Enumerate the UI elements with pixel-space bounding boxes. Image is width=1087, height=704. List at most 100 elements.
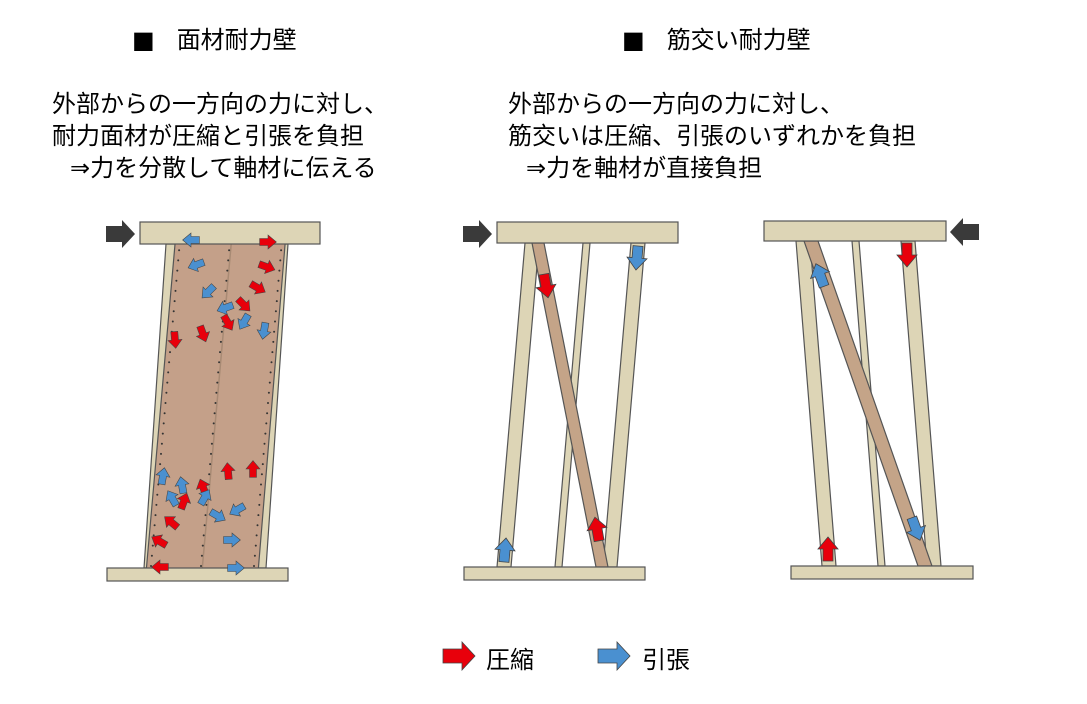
nail-dot — [215, 391, 218, 394]
nail-dot — [150, 554, 153, 557]
nail-dot — [200, 565, 202, 567]
nail-dot — [203, 524, 206, 527]
legend-compression-arrow-icon — [442, 640, 476, 672]
nail-dot — [277, 279, 280, 282]
nail-dot — [175, 279, 178, 282]
nail-dot — [166, 381, 169, 384]
nail-dot — [219, 340, 222, 343]
nail-dot — [160, 452, 162, 455]
nail-dot — [156, 493, 159, 496]
nail-dot — [269, 371, 272, 374]
brace-wall-heading: ■ 筋交い耐力壁 — [622, 20, 811, 55]
nail-dot — [258, 503, 261, 506]
nail-dot — [176, 269, 179, 272]
nail-dot — [254, 544, 257, 547]
nail-dot — [264, 432, 267, 435]
legend — [442, 640, 631, 672]
nail-dot — [172, 310, 175, 313]
nail-dot — [274, 310, 277, 313]
nail-dot — [209, 463, 212, 466]
panel-bottom-sill — [106, 567, 289, 582]
nail-dot — [279, 259, 282, 262]
panel-wall-heading: ■面材耐力壁 — [132, 20, 297, 55]
nail-dot — [271, 351, 274, 354]
nail-dot — [275, 300, 278, 303]
nail-dot — [171, 320, 174, 323]
nail-dot — [228, 249, 231, 252]
panel-desc-line-3: ⇒力を分散して軸材に伝える — [70, 154, 377, 182]
nail-dot — [164, 402, 167, 404]
brace-desc-line-1: 外部からの一方向の力に対し、 — [508, 90, 844, 118]
nail-dot — [165, 391, 168, 394]
nail-dot — [150, 565, 152, 567]
nail-dot — [266, 412, 269, 415]
panel-top-beam — [139, 221, 321, 245]
brace2-load-arrow-icon — [950, 218, 979, 246]
nail-dot — [267, 391, 270, 394]
brace-desc-line-3: ⇒力を軸材が直接負担 — [526, 154, 763, 182]
nail-dot — [224, 289, 227, 292]
nail-dot — [256, 524, 259, 527]
nail-dot — [278, 269, 281, 272]
nail-dot — [204, 514, 207, 517]
nail-dot — [262, 452, 265, 455]
nail-dot — [219, 351, 221, 354]
nail-dot — [276, 289, 279, 292]
nail-dot — [202, 534, 205, 537]
brace-wall-diagram-1 — [463, 220, 679, 581]
brace-wall-description: 外部からの一方向の力に対し、 筋交いは圧縮、引張のいずれかを負担 ⇒力を軸材が直… — [508, 88, 916, 184]
nail-dot — [220, 330, 223, 333]
nail-dot — [267, 402, 269, 404]
nail-dot — [173, 300, 176, 303]
nail-dot — [208, 473, 211, 476]
brace1-left-stud — [496, 242, 540, 568]
legend-tension-label: 引張 — [642, 646, 690, 674]
nail-dot — [169, 351, 171, 354]
nail-dot — [226, 269, 229, 272]
brace-wall-diagram-2 — [763, 218, 979, 580]
nail-dot — [263, 442, 266, 445]
panel-joint-line — [201, 234, 233, 572]
nail-dot — [205, 503, 208, 506]
brace1-bottom-sill — [463, 566, 646, 581]
nail-dot — [163, 412, 166, 415]
brace-desc-line-2: 筋交いは圧縮、引張のいずれかを負担 — [508, 122, 916, 150]
panel-wall-title: 面材耐力壁 — [176, 26, 297, 54]
nail-dot — [265, 422, 268, 425]
nail-dot — [160, 442, 163, 445]
nail-dot — [155, 503, 158, 506]
nail-dot — [216, 381, 219, 384]
nail-dot — [174, 289, 177, 292]
nail-dot — [210, 442, 213, 445]
nail-dot — [253, 565, 255, 567]
panel-desc-line-1: 外部からの一方向の力に対し、 — [52, 90, 388, 118]
nail-dot — [168, 361, 171, 364]
nail-dot — [177, 259, 180, 262]
nail-dot — [212, 422, 215, 425]
nail-dot — [154, 514, 157, 517]
nail-dot — [211, 432, 214, 435]
panel-wall-description: 外部からの一方向の力に対し、 耐力面材が圧縮と引張を負担 ⇒力を分散して軸材に伝… — [52, 88, 388, 184]
brace1-right-stud — [602, 242, 646, 568]
legend-compression-label: 圧縮 — [486, 646, 534, 674]
nail-dot — [201, 544, 204, 547]
nail-dot — [268, 381, 271, 384]
bullet-icon: ■ — [622, 26, 645, 54]
nail-dot — [167, 371, 170, 374]
nail-dot — [214, 402, 217, 404]
nail-dot — [260, 473, 263, 476]
nail-dot — [280, 249, 283, 252]
nail-dot — [273, 330, 276, 333]
nail-dot — [162, 422, 165, 425]
nail-dot — [261, 463, 264, 466]
nail-dot — [223, 300, 226, 303]
brace-wall-title: 筋交い耐力壁 — [666, 26, 811, 54]
nail-dot — [255, 534, 258, 537]
nail-dot — [210, 452, 212, 455]
brace2-top-beam — [763, 220, 947, 242]
legend-tension-arrow-icon — [597, 640, 631, 672]
nail-dot — [153, 524, 156, 527]
panel-desc-line-2: 耐力面材が圧縮と引張を負担 — [52, 122, 364, 150]
nail-dot — [178, 249, 181, 252]
